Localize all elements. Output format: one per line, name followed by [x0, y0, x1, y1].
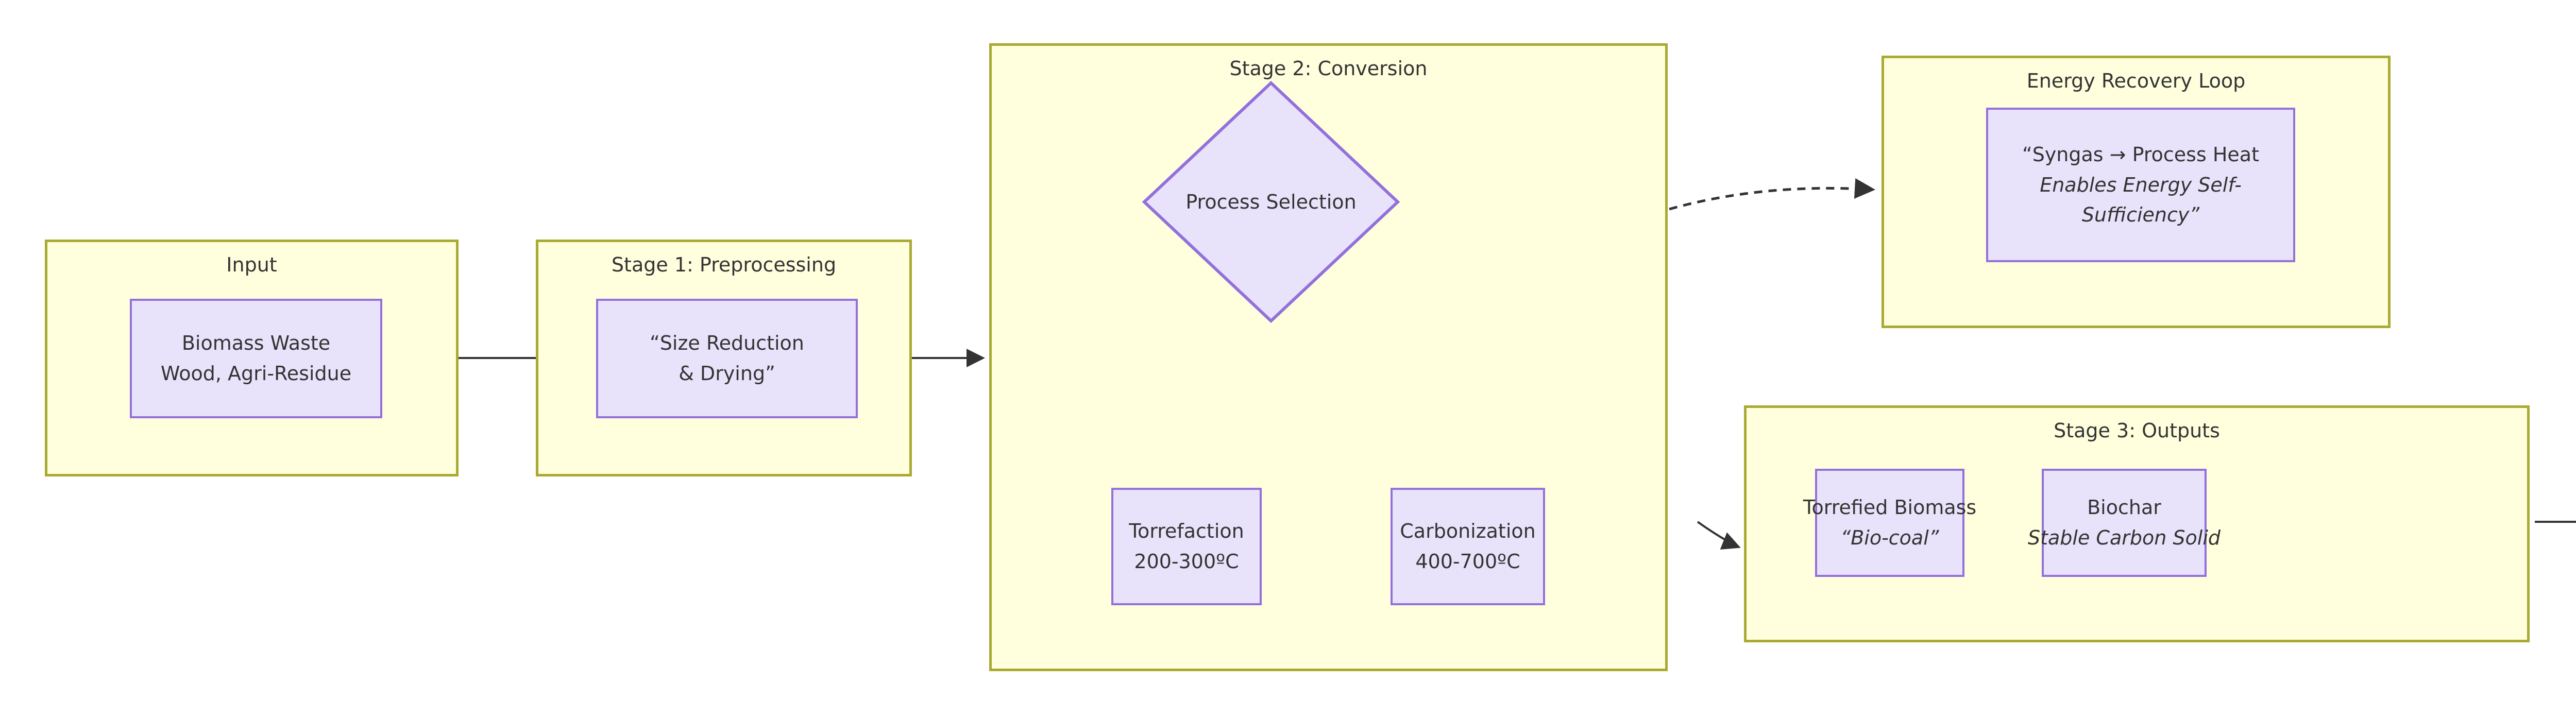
node-biochar[interactable]: Biochar Stable Carbon Solid: [2028, 469, 2221, 577]
node-preprocessing[interactable]: “Size Reduction & Drying”: [596, 299, 858, 418]
cluster-stage1-label: Stage 1: Preprocessing: [611, 253, 837, 276]
node-torrefaction-line2: 200-300ºC: [1134, 550, 1239, 573]
node-torrefied-biomass-line2: “Bio-coal”: [1840, 526, 1939, 549]
node-torrefaction-line1: Torrefaction: [1129, 520, 1244, 543]
node-biochar-line1: Biochar: [2087, 496, 2161, 519]
node-syngas-line1: “Syngas → Process Heat: [2022, 143, 2259, 166]
node-torrefied-biomass-line1: Torrefied Biomass: [1803, 496, 1977, 519]
node-preprocessing-line1: “Size Reduction: [650, 332, 804, 355]
node-process-selection-label: Process Selection: [1185, 191, 1357, 213]
node-carbonization-line2: 400-700ºC: [1415, 550, 1520, 573]
edge-carbonization-to-outputs: [1697, 521, 1741, 550]
cluster-energy-loop-label: Energy Recovery Loop: [2026, 70, 2246, 92]
cluster-input: Input Biomass Waste Wood, Agri-Residue: [45, 240, 459, 476]
edge-process-selection-to-syngas: [1669, 178, 1875, 211]
cluster-energy-recovery-loop: Energy Recovery Loop “Syngas → Process H…: [1882, 56, 2391, 328]
cluster-stage3-outputs: Stage 3: Outputs Torrefied Biomass “Bio-…: [1744, 405, 2530, 642]
cluster-stage1-preprocessing: Stage 1: Preprocessing “Size Reduction &…: [536, 240, 912, 476]
node-preprocessing-line2: & Drying”: [679, 362, 775, 385]
node-syngas-line2: Enables Energy Self-: [2040, 173, 2242, 196]
cluster-stage2-label: Stage 2: Conversion: [1229, 57, 1428, 80]
node-syngas-process-heat[interactable]: “Syngas → Process Heat Enables Energy Se…: [1986, 108, 2295, 262]
cluster-input-label: Input: [226, 253, 277, 276]
cluster-stage2-conversion: Stage 2: Conversion Process Selection To…: [989, 43, 1668, 671]
node-syngas-line3: Sufficiency”: [2081, 203, 2200, 227]
node-carbonization[interactable]: Carbonization 400-700ºC: [1391, 488, 1545, 605]
node-biomass-waste-line2: Wood, Agri-Residue: [160, 362, 352, 385]
node-carbonization-line1: Carbonization: [1400, 520, 1536, 543]
node-biomass-waste-line1: Biomass Waste: [181, 332, 331, 355]
node-torrefaction[interactable]: Torrefaction 200-300ºC: [1111, 488, 1262, 605]
node-biomass-waste[interactable]: Biomass Waste Wood, Agri-Residue: [130, 299, 382, 418]
node-biochar-line2: Stable Carbon Solid: [2027, 526, 2221, 549]
node-torrefied-biomass[interactable]: Torrefied Biomass “Bio-coal”: [1803, 469, 1976, 577]
diamond-shape: [1142, 81, 1400, 323]
cluster-stage3-label: Stage 3: Outputs: [2054, 419, 2220, 442]
node-process-selection[interactable]: Process Selection: [1142, 81, 1400, 323]
